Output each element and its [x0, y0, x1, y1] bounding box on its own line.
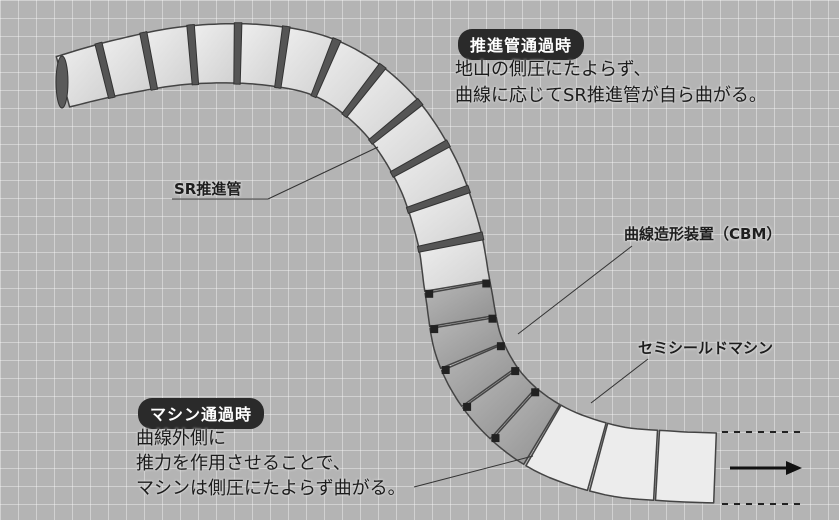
sr-pipe-joint-band	[139, 31, 159, 91]
bottom-note-line-2: 推力を作用させることで、	[136, 453, 351, 474]
machine-note-leader	[413, 455, 534, 488]
machine-segment	[588, 422, 659, 501]
cbm-label: 曲線造形装置（CBM）	[624, 225, 782, 243]
cbm-jack-icon	[488, 314, 497, 323]
pipe-open-end	[55, 55, 69, 109]
bottom-note-line-3: マシンは側圧にたよらず曲がる。	[136, 478, 406, 499]
sr-pipe-segment	[191, 22, 238, 85]
sr-pipe-leader	[267, 146, 379, 200]
bottom-note-title: マシン通過時	[138, 398, 265, 429]
cbm-segment	[490, 388, 561, 466]
top-note-line-1: 地山の側圧にたよらず、	[455, 59, 652, 80]
sr-pipe-label: SR推進管	[174, 180, 242, 198]
direction-arrow-icon	[730, 461, 802, 475]
sr-pipe-joint-band	[94, 41, 116, 99]
top-note-title: 推進管通過時	[458, 29, 585, 60]
cbm-segment	[462, 367, 537, 440]
cbm-segment	[440, 342, 518, 408]
sr-pipe-joint-band	[186, 24, 200, 86]
sr-pipe-joint-band	[341, 62, 387, 118]
pipe-segments	[55, 22, 718, 504]
machine-leader	[590, 358, 649, 404]
cbm-jack-icon	[430, 325, 439, 334]
cbm-jack-icon	[491, 434, 500, 443]
cbm-jack-icon	[441, 366, 450, 374]
cbm-jack-icon	[463, 402, 472, 411]
cbm-leader	[517, 245, 633, 335]
cbm-jack-icon	[496, 342, 505, 351]
bottom-note-line-1: 曲線外側に	[136, 428, 226, 449]
sr-pipe-joint-band	[405, 184, 471, 214]
sr-pipe-joint-band	[233, 22, 243, 85]
cbm-jack-icon	[482, 279, 491, 288]
machine-segment	[525, 404, 607, 492]
machine-segment	[654, 429, 718, 504]
machine-label: セミシールドマシン	[638, 339, 774, 357]
cbm-jack-icon	[531, 388, 540, 397]
cbm-jack-icon	[511, 367, 520, 376]
pipe-joints	[94, 22, 485, 253]
sr-pipe-joint-band	[389, 139, 451, 178]
top-note-line-2: 曲線に応じてSR推進管が自ら曲がる。	[455, 85, 767, 106]
cbm-jack-icon	[425, 289, 434, 298]
sr-pipe-joint-band	[368, 97, 424, 145]
sr-pipe-joint-band	[417, 231, 485, 253]
cbm-actuators	[425, 279, 540, 443]
sr-pipe-joint-band	[310, 37, 342, 99]
sr-pipe-joint-band	[274, 25, 291, 89]
